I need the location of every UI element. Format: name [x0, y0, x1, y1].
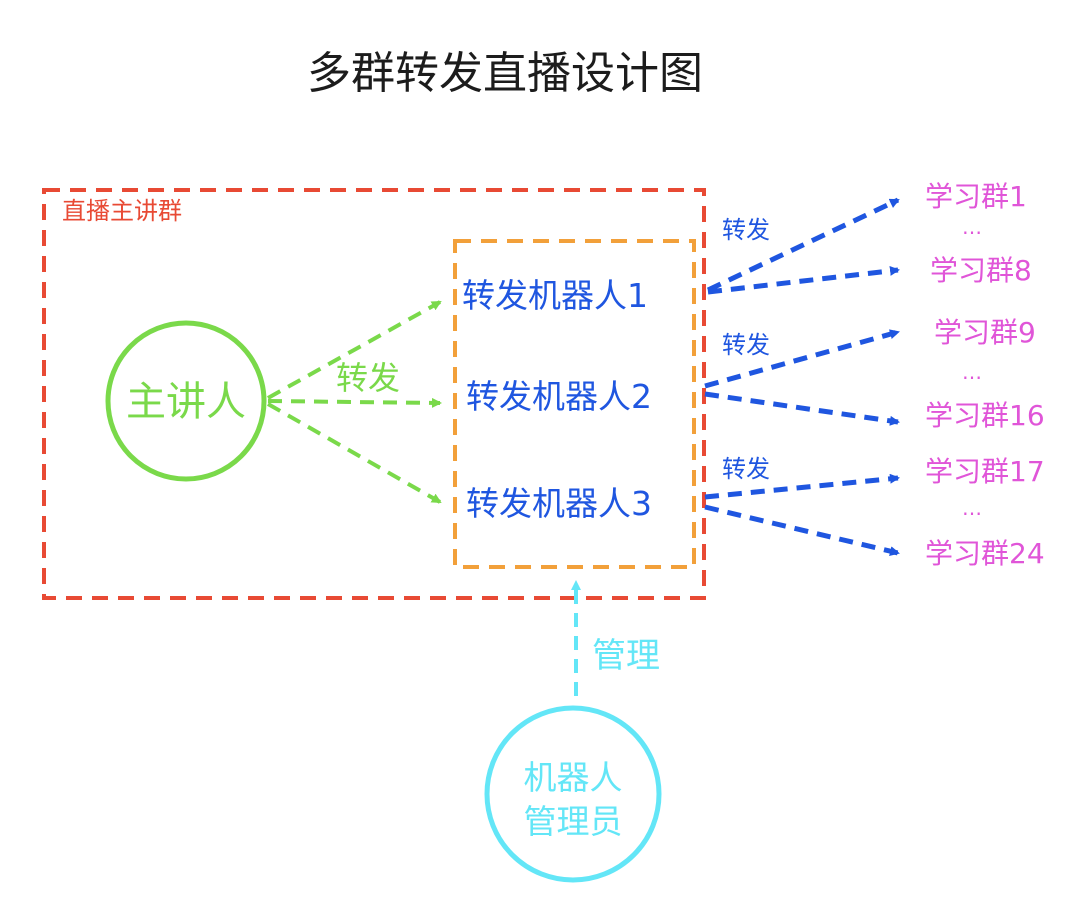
- study-group-ellipsis-2: …: [962, 360, 982, 384]
- bot2-to-group9-arrow: [704, 329, 900, 389]
- bot3-to-group24-arrow: [704, 504, 900, 557]
- speaker-circle: [105, 320, 267, 482]
- bot-1-label: 转发机器人1: [462, 276, 648, 315]
- bot-3-label: 转发机器人3: [466, 484, 652, 523]
- speaker-to-bot3-arrow: [267, 402, 442, 504]
- bot-2-forward-label: 转发: [722, 331, 770, 359]
- bot1-to-group1-arrow: [706, 197, 900, 293]
- admin-label-line2: 管理员: [523, 802, 623, 841]
- study-group-8-label: 学习群8: [930, 254, 1032, 287]
- diagram-title: 多群转发直播设计图: [307, 48, 703, 99]
- study-group-ellipsis-1: …: [962, 215, 982, 239]
- bot-1-forward-label: 转发: [722, 216, 770, 244]
- admin-circle: [484, 705, 662, 883]
- study-group-16-label: 学习群16: [925, 399, 1045, 432]
- study-group-1-label: 学习群1: [925, 180, 1027, 213]
- speaker-label: 主讲人: [126, 379, 246, 425]
- study-group-17-label: 学习群17: [925, 455, 1045, 488]
- speaker-forward-label: 转发: [336, 359, 401, 397]
- bots-box: [453, 239, 696, 569]
- main-group-label: 直播主讲群: [62, 197, 182, 225]
- admin-label-line1: 机器人: [523, 758, 623, 797]
- bot-2-label: 转发机器人2: [466, 377, 652, 416]
- bot3-to-group17-arrow: [704, 473, 900, 500]
- bot-3-forward-label: 转发: [722, 455, 770, 483]
- study-group-9-label: 学习群9: [934, 316, 1036, 349]
- speaker-to-bot1-arrow: [267, 300, 442, 400]
- speaker-to-bot2-arrow: [267, 397, 442, 408]
- study-group-ellipsis-3: …: [962, 496, 982, 520]
- bot1-to-group8-arrow: [707, 265, 900, 295]
- bot2-to-group16-arrow: [704, 391, 900, 426]
- main-group-box: [42, 188, 706, 600]
- manage-label: 管理: [592, 636, 660, 676]
- study-group-24-label: 学习群24: [925, 537, 1045, 570]
